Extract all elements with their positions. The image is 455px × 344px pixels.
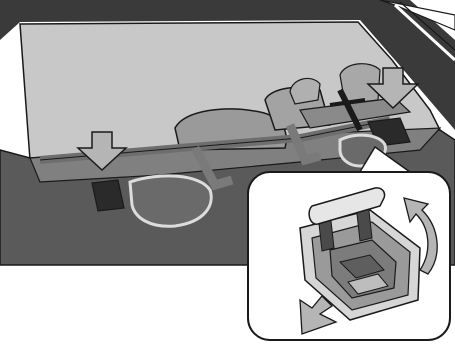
sensor-pad-left: [92, 180, 124, 211]
dash-vent-left: [130, 176, 211, 226]
detail-inset: [248, 172, 450, 340]
